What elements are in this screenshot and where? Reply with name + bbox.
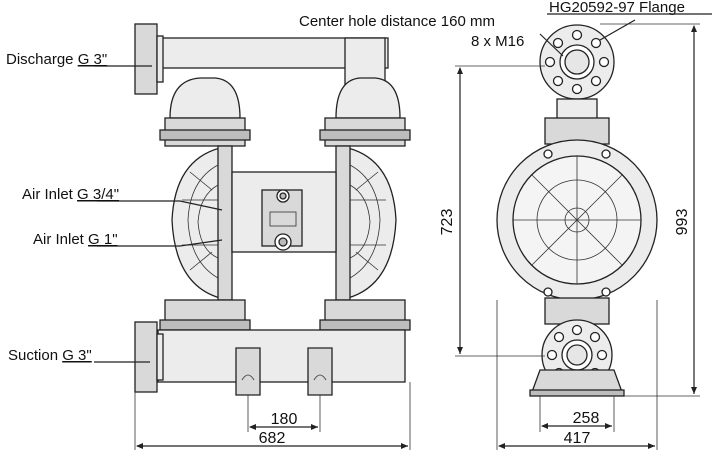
right-top-dome	[335, 77, 401, 119]
left-diaphragm-housing	[171, 147, 221, 299]
label-suction: Suction G 3"	[8, 347, 92, 364]
dim-overall-width: 682	[259, 430, 286, 447]
suction-manifold	[157, 329, 406, 383]
label-center-hole: Center hole distance 160 mm	[299, 13, 495, 30]
label-flange: HG20592-97 Flange	[549, 0, 685, 16]
dim-side-width: 417	[564, 430, 591, 447]
dim-base-width: 258	[573, 410, 600, 427]
dim-height-total: 993	[674, 209, 691, 236]
side-base	[531, 369, 623, 393]
right-foot	[307, 347, 333, 396]
front-leaders	[94, 65, 223, 363]
label-air-inlet-34: Air Inlet G 3/4"	[22, 186, 119, 203]
suction-flange	[134, 321, 158, 393]
dim-port-spacing: 180	[271, 411, 298, 428]
right-diaphragm-housing	[347, 147, 397, 299]
left-foot	[235, 347, 261, 396]
side-view	[455, 13, 712, 450]
label-discharge: Discharge G 3"	[6, 51, 107, 68]
dim-height-side: 723	[439, 209, 456, 236]
label-air-inlet-1: Air Inlet G 1"	[33, 231, 118, 248]
front-view	[134, 23, 411, 450]
label-bolts: 8 x M16	[471, 33, 524, 50]
discharge-flange	[134, 23, 158, 95]
left-top-dome	[169, 77, 241, 119]
